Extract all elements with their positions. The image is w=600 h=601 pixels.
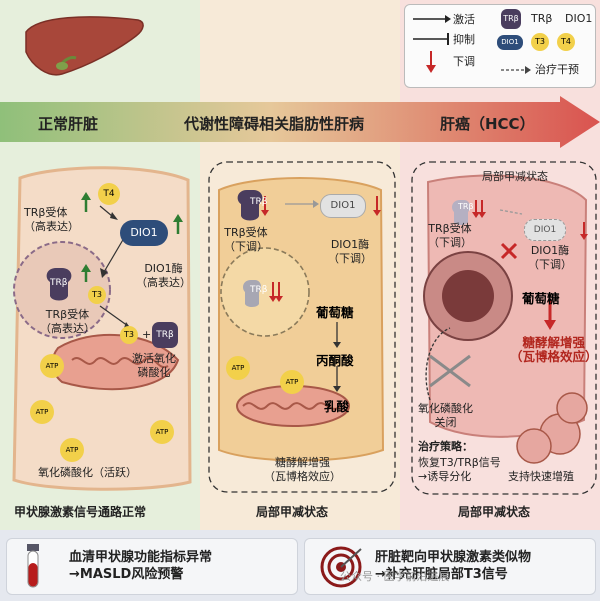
atp-molecule: ATP [30, 400, 54, 424]
legend-treatment: 治疗干预 [535, 63, 579, 76]
liver-icon [25, 16, 144, 76]
legend-t3-icon: T3 [531, 33, 549, 51]
dio1-enzyme-label: DIO1酶（高表达） [136, 262, 191, 289]
legend-dio1: DIO1 [565, 12, 593, 25]
blood-tube-icon [27, 544, 39, 588]
atp-molecule: ATP [40, 354, 64, 378]
t3-bound-molecule: T3 [120, 326, 138, 344]
trb-receptor-down-label: TRβ受体（下调） [224, 226, 268, 253]
treatment-strategy-title: 治疗策略： [418, 440, 473, 453]
glucose-label: 葡萄糖 [316, 305, 354, 320]
atp-molecule: ATP [150, 420, 174, 444]
stage-masld: 代谢性障碍相关脂肪性肝病 [184, 115, 365, 133]
watermark: 公众号 · 医学前沿进展 [340, 570, 450, 583]
legend: 激活 抑制 下调 TRβ TRβ DIO1 DIO1 T3 T4 治疗干预 [404, 4, 596, 88]
oxphos-off-label: 氧化磷酸化关闭 [418, 402, 473, 429]
hcc-trb-down-label: TRβ受体（下调） [428, 222, 472, 249]
legend-symbols [413, 15, 451, 73]
masld-hepatocyte-diagram [208, 161, 396, 493]
oxphos-active-label: 氧化磷酸化（活跃） [38, 466, 137, 479]
treatment-strategy-text: 恢复T3/TRβ信号→诱导分化 [418, 456, 501, 483]
hcc-glucose-label: 葡萄糖 [522, 291, 560, 306]
legend-dashed-arrow [501, 66, 531, 74]
t4-molecule: T4 [98, 183, 120, 205]
serum-thyroid-text: 血清甲状腺功能指标异常→MASLD风险预警 [69, 550, 213, 582]
trb-receptor-icon: TRβ [250, 197, 268, 207]
legend-activate: 激活 [453, 13, 475, 26]
t3-molecule: T3 [88, 286, 106, 304]
legend-trb: TRβ [531, 12, 553, 25]
pyruvate-label: 丙酮酸 [316, 353, 354, 368]
trb-receptor-faded: TRβ [458, 202, 474, 211]
nuclear-receptor-label: TRβ受体（高表达） [40, 308, 95, 335]
dio1-down-label: DIO1酶（下调） [328, 238, 372, 265]
panel-hcc-caption: 局部甲减状态 [458, 505, 531, 519]
legend-dio1-icon: DIO1 [497, 35, 523, 50]
trb-receptor-label: TRβ受体（高表达） [24, 206, 79, 233]
stage-normal-liver: 正常肝脏 [38, 115, 99, 133]
hcc-dio1-down-label: DIO1酶（下调） [528, 244, 572, 271]
serum-thyroid-card: 血清甲状腺功能指标异常→MASLD风险预警 [6, 538, 298, 595]
atp-molecule: ATP [226, 356, 250, 380]
legend-downregulate: 下调 [453, 55, 475, 68]
disease-progression-arrow [0, 96, 600, 148]
atp-molecule: ATP [60, 438, 84, 462]
plus-sign: + [142, 328, 152, 341]
trb-complex-icon: TRβ [152, 322, 178, 348]
dio1-enzyme: DIO1 [120, 220, 168, 246]
panel-masld-caption: 局部甲减状态 [256, 505, 329, 519]
activate-oxphos-label: 激活氧化磷酸化 [132, 352, 176, 379]
trb-nucleus-receptor: TRβ [50, 278, 68, 288]
glycolysis-warburg-label: 糖酵解增强（瓦博格效应） [264, 456, 341, 483]
panel-normal-caption: 甲状腺激素信号通路正常 [14, 505, 147, 519]
dio1-enzyme-faded: DIO1 [320, 194, 366, 218]
dio1-enzyme-faded: DIO1 [524, 219, 566, 241]
targeted-therapy-text: 肝脏靶向甲状腺激素类似物→补充肝脏局部T3信号 [375, 550, 532, 582]
legend-inhibit: 抑制 [453, 33, 475, 46]
legend-t4-icon: T4 [557, 33, 575, 51]
atp-molecule: ATP [280, 370, 304, 394]
trb-nucleus-faded: TRβ [250, 285, 268, 295]
hcc-hypothyroid-title: 局部甲减状态 [482, 170, 548, 183]
hcc-warburg-label: 糖酵解增强（瓦博格效应） [510, 335, 598, 364]
target-icon [320, 546, 362, 588]
stage-hcc: 肝癌（HCC） [440, 115, 535, 133]
normal-hepatocyte-diagram [12, 166, 192, 491]
targeted-therapy-card: 肝脏靶向甲状腺激素类似物→补充肝脏局部T3信号 [304, 538, 596, 595]
rapid-proliferation-label: 支持快速增殖 [508, 470, 574, 483]
lactate-label: 乳酸 [324, 399, 350, 414]
legend-trb-icon: TRβ [501, 9, 521, 29]
